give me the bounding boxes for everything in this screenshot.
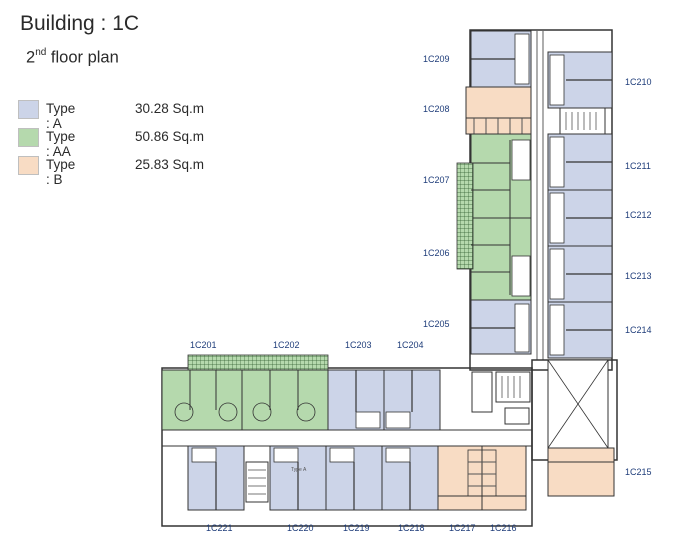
balcony-grid [187,354,329,372]
unit-label-1C206: 1C206 [423,248,450,258]
unit-label-1C204: 1C204 [397,340,424,350]
unit-label-1C212: 1C212 [625,210,652,220]
balcony-grid [456,162,474,270]
unit-1C216[interactable] [481,445,527,511]
unit-label-1C217: 1C217 [449,523,476,533]
legend-type-label: Type : AA [46,129,76,159]
unit-label-1C205: 1C205 [423,319,450,329]
legend-area-value: 30.28 Sq.m [135,101,205,116]
horizontal-wing-north [161,354,441,431]
horizontal-wing-south [187,445,527,511]
unit-label-1C207: 1C207 [423,175,450,185]
unit-1C202[interactable] [241,369,329,431]
vertical-wing-east [536,31,613,360]
floor-subtitle: 2nd floor plan [26,47,119,68]
unit-label-1C214: 1C214 [625,325,652,335]
stair-south [245,461,269,503]
type-a-note: Type A [291,467,307,473]
floor-ordinal: nd [35,47,47,58]
core-lifts [471,371,531,425]
void-area [547,359,609,449]
floor-number: 2 [26,48,36,67]
legend-swatch-type-aa [18,128,39,147]
unit-label-1C210: 1C210 [625,77,652,87]
unit-1C215[interactable] [547,447,615,497]
unit-label-1C220: 1C220 [287,523,314,533]
unit-label-1C208: 1C208 [423,104,450,114]
unit-label-1C213: 1C213 [625,271,652,281]
unit-1C201[interactable] [161,369,243,431]
unit-label-1C203: 1C203 [345,340,372,350]
unit-label-1C218: 1C218 [398,523,425,533]
legend-swatch-type-a [18,100,39,119]
legend-area-value: 25.83 Sq.m [135,157,205,172]
unit-label-1C219: 1C219 [343,523,370,533]
unit-1C217[interactable] [437,445,483,511]
legend-area-value: 50.86 Sq.m [135,129,205,144]
legend-swatch-type-b [18,156,39,175]
floor-text: floor plan [46,48,119,67]
unit-label-1C215: 1C215 [625,467,652,477]
unit-label-1C221: 1C221 [206,523,233,533]
unit-label-1C201: 1C201 [190,340,217,350]
stair-north [559,107,606,135]
unit-label-1C209: 1C209 [423,54,450,64]
unit-label-1C202: 1C202 [273,340,300,350]
page-title: Building : 1C [20,12,140,35]
legend-type-label: Type : A [46,101,76,131]
legend-type-label: Type : B [46,157,76,187]
unit-label-1C216: 1C216 [490,523,517,533]
unit-labels: 1C209 1C210 1C208 1C207 1C211 1C212 1C20… [190,54,652,533]
unit-label-1C211: 1C211 [625,161,651,171]
vertical-wing-west [456,30,532,355]
